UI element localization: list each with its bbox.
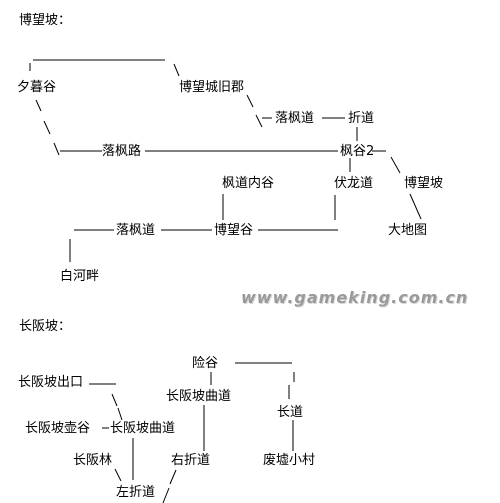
connector-lin-slash xyxy=(114,468,122,482)
connector-chukou-slash-1 xyxy=(111,393,118,407)
node-xi-mu-gu: 夕暮谷 xyxy=(17,80,57,95)
node-changbanpo-qudao-1: 长阪坡曲道 xyxy=(166,389,232,404)
node-changban-lin: 长阪林 xyxy=(73,453,113,468)
node-luofeng-dao-1: 落枫道 xyxy=(275,111,315,126)
watermark: www.gameking.com.cn xyxy=(241,288,469,307)
node-feng-gu-2: 枫谷2 xyxy=(340,144,375,159)
node-bowang-po: 博望坡 xyxy=(404,176,444,191)
node-changbanpo-chukou: 长阪坡出口 xyxy=(18,375,84,390)
node-xian-gu: 险谷 xyxy=(192,356,219,371)
node-feixu-xiaocun: 废墟小村 xyxy=(263,453,316,468)
node-you-zhedao: 右折道 xyxy=(171,453,211,468)
connector-to-bowangpo-slash xyxy=(390,156,401,174)
node-da-ditu: 大地图 xyxy=(388,223,428,238)
section-title-bowangpo: 博望坡： xyxy=(19,13,72,28)
connector-top-to-bowangcheng xyxy=(173,63,180,77)
connector-bowangcheng-slash-2 xyxy=(255,114,263,128)
connector-bowang-to-dadi xyxy=(409,193,422,220)
connector-bowangcheng-slash-1 xyxy=(246,94,254,108)
connector-zuozhe-slash xyxy=(162,487,170,503)
connector-xi-mu-gu-slash-1 xyxy=(35,99,42,112)
node-baihe-pan: 白河畔 xyxy=(60,269,100,284)
connector-chukou-slash-2 xyxy=(117,407,123,421)
node-fulong-dao: 伏龙道 xyxy=(334,176,374,191)
node-bowangcheng-jiujun: 博望城旧郡 xyxy=(179,80,245,95)
node-zhe-dao: 折道 xyxy=(348,111,375,126)
node-chang-dao: 长道 xyxy=(277,405,304,420)
node-bowang-gu: 博望谷 xyxy=(214,223,254,238)
node-luofeng-dao-2: 落枫道 xyxy=(116,223,156,238)
node-luofeng-lu: 落枫路 xyxy=(102,144,142,159)
node-changbanpo-qudao-2: 长阪坡曲道 xyxy=(110,421,176,436)
connector-xi-mu-gu-slash-3 xyxy=(53,142,60,156)
section-title-changbanpo: 长阪坡： xyxy=(19,319,72,334)
node-fengdao-nei-gu: 枫道内谷 xyxy=(222,176,275,191)
connector-youzhe-slash xyxy=(169,469,177,485)
connector-xi-mu-gu-slash-2 xyxy=(43,120,51,135)
node-changbanpo-hugu: 长阪坡壶谷 xyxy=(25,421,91,436)
node-zuo-zhedao: 左折道 xyxy=(116,485,156,500)
